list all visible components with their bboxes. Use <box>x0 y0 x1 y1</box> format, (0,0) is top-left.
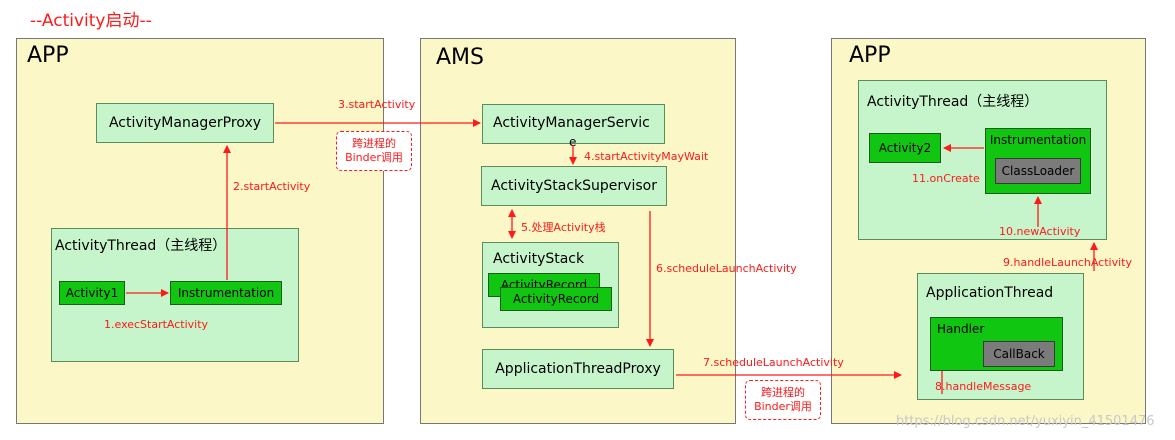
diagram-title: --Activity启动-- <box>30 11 152 31</box>
activity-manager-service-label: ActivityManagerServic <box>493 115 650 131</box>
step-5-label: 5.处理Activity栈 <box>521 221 606 234</box>
step-7-label: 7.scheduleLaunchActivity <box>703 356 844 369</box>
app-panel-right-title: APP <box>849 43 891 68</box>
activity-manager-service-label-tail: e <box>569 135 577 149</box>
step-3-label: 3.startActivity <box>338 98 416 111</box>
activity-stack-label: ActivityStack <box>493 251 585 267</box>
instrumentation-right-label: Instrumentation <box>989 133 1087 147</box>
binder-note-1: 跨进程的 Binder调用 <box>336 131 412 171</box>
activity-record-front-box: ActivityRecord <box>500 287 612 311</box>
step-8-label: 8.handleMessage <box>935 380 1032 393</box>
binder-note-2-line1: 跨进程的 <box>761 386 805 399</box>
step-6-label: 6.scheduleLaunchActivity <box>656 262 797 275</box>
instrumentation-left-box: Instrumentation <box>170 281 282 305</box>
step-4-label: 4.startActivityMayWait <box>584 150 709 163</box>
step-10-label: 10.newActivity <box>999 225 1081 238</box>
binder-note-1-line1: 跨进程的 <box>352 137 396 150</box>
callback-box: CallBack <box>983 341 1055 367</box>
app-panel-left-title: APP <box>27 43 69 68</box>
step-1-label: 1.execStartActivity <box>104 318 209 331</box>
binder-note-2-line2: Binder调用 <box>754 400 812 413</box>
activity2-box: Activity2 <box>869 133 941 163</box>
ams-panel-title: AMS <box>436 45 484 70</box>
activity-stack-supervisor-box: ActivityStackSupervisor <box>481 166 667 206</box>
binder-note-2: 跨进程的 Binder调用 <box>745 380 821 420</box>
step-2-label: 2.startActivity <box>233 180 311 193</box>
activity1-box: Activity1 <box>59 281 125 305</box>
binder-note-1-line2: Binder调用 <box>345 151 403 164</box>
application-thread-label: ApplicationThread <box>926 285 1054 301</box>
step-11-label: 11.onCreate <box>912 172 980 185</box>
activity-thread-right-label: ActivityThread（主线程） <box>867 94 1039 110</box>
watermark: https://blog.csdn.net/yuxiyin_41501476 <box>896 414 1155 429</box>
application-thread-proxy-box: ApplicationThreadProxy <box>482 349 674 389</box>
activity-thread-left-label: ActivityThread（主线程） <box>55 238 227 254</box>
class-loader-box: ClassLoader <box>995 158 1081 184</box>
handler-label: Handler <box>937 322 985 336</box>
activity-manager-proxy-box: ActivityManagerProxy <box>96 103 274 143</box>
activity-manager-service-box: ActivityManagerServic e <box>482 104 665 149</box>
step-9-label: 9.handleLaunchActivity <box>1003 256 1132 269</box>
